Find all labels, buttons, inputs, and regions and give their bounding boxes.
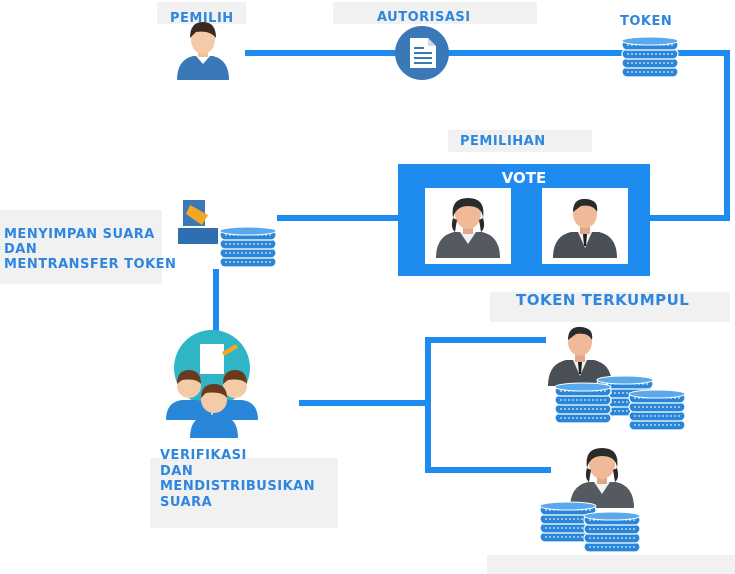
verifikasi-line-2: DAN xyxy=(160,463,194,479)
coin-stack-icon xyxy=(583,511,641,553)
pemilihan-label: PEMILIHAN xyxy=(460,134,546,149)
line-split-candidates xyxy=(425,337,551,473)
token-label: TOKEN xyxy=(620,14,673,29)
pemilih-label: PEMILIH xyxy=(170,11,234,26)
verifikasi-line-3: MENDISTRIBUSIKAN xyxy=(160,479,316,494)
ballot-box-icon xyxy=(178,200,218,244)
token-terkumpul-label-bg xyxy=(490,292,730,322)
verifikasi-label: VERIFIKASI DAN MENDISTRIBUSIKAN SUARA xyxy=(160,448,315,510)
token-terkumpul-label: TOKEN TERKUMPUL xyxy=(516,291,690,309)
line-token-vote xyxy=(647,50,730,221)
coin-stack-icon xyxy=(621,36,679,78)
vote-title: VOTE xyxy=(502,169,547,187)
autorisasi-label: AUTORISASI xyxy=(377,10,471,25)
pemilihan-label-bg xyxy=(448,130,592,152)
menyimpan-line-3: MENTRANSFER TOKEN xyxy=(4,257,177,272)
vote-panel xyxy=(398,164,650,276)
menyimpan-line-2: DAN xyxy=(4,242,38,257)
document-icon xyxy=(395,26,449,80)
coin-stack-icon xyxy=(554,382,612,424)
group-verify-icon xyxy=(166,330,258,438)
voter-icon xyxy=(177,22,229,80)
coin-stack-icon xyxy=(628,389,686,431)
verifikasi-line-4: SUARA xyxy=(160,494,213,510)
verifikasi-label-bg xyxy=(150,458,338,528)
menyimpan-line-1: MENYIMPAN SUARA xyxy=(4,227,155,242)
menyimpan-label-bg xyxy=(0,210,162,284)
bottom-label-bg xyxy=(487,555,735,574)
autorisasi-label-bg xyxy=(333,2,537,24)
menyimpan-label: MENYIMPAN SUARA DAN MENTRANSFER TOKEN xyxy=(4,227,176,272)
verifikasi-line-1: VERIFIKASI xyxy=(160,448,247,463)
coin-stack-icon xyxy=(219,226,277,268)
pemilih-label-bg xyxy=(157,2,246,24)
